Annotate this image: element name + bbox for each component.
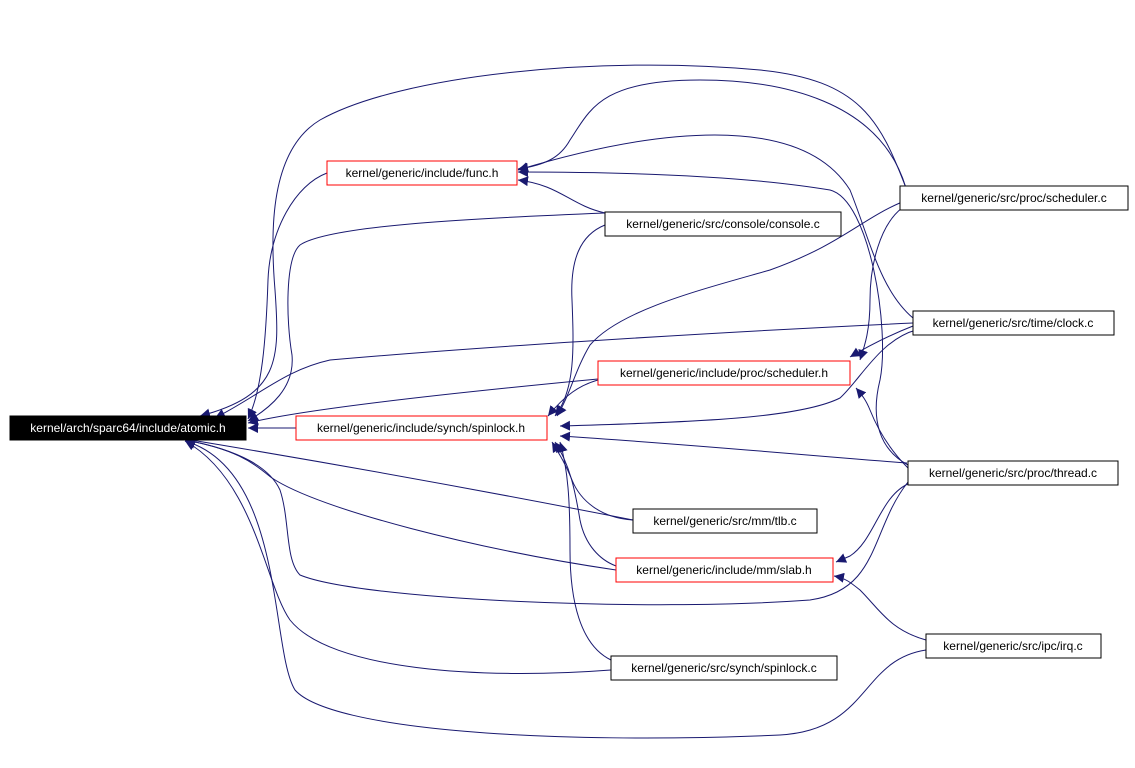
edge-mm-tlb-c-to-atomic-h — [184, 435, 634, 521]
edge-proc-scheduler-h-to-synch-spinlock-h — [547, 379, 599, 417]
node-atomic-h[interactable]: kernel/arch/sparc64/include/atomic.h — [9, 415, 247, 441]
edge-proc-scheduler-c-to-synch-spinlock-h — [556, 201, 903, 417]
node-ipc-irq-c[interactable]: kernel/generic/src/ipc/irq.c — [925, 633, 1102, 659]
node-func-h[interactable]: kernel/generic/include/func.h — [326, 160, 518, 186]
edge-proc-scheduler-c-to-atomic-h — [199, 64, 907, 419]
edge-proc-scheduler-c-to-proc-scheduler-h — [858, 207, 903, 361]
node-console-c-label: kernel/generic/src/console/console.c — [626, 217, 819, 231]
node-console-c[interactable]: kernel/generic/src/console/console.c — [604, 211, 842, 237]
node-func-h-label: kernel/generic/include/func.h — [346, 166, 499, 180]
edge-proc-scheduler-c-to-func-h — [517, 79, 907, 189]
edge-time-clock-c-to-synch-spinlock-h — [559, 329, 917, 431]
edge-console-c-to-func-h — [517, 176, 606, 214]
node-mm-tlb-c-label: kernel/generic/src/mm/tlb.c — [653, 514, 796, 528]
node-synch-spinlock-h[interactable]: kernel/generic/include/synch/spinlock.h — [295, 415, 548, 441]
node-mm-slab-h-label: kernel/generic/include/mm/slab.h — [636, 563, 811, 577]
node-time-clock-c-label: kernel/generic/src/time/clock.c — [933, 316, 1094, 330]
node-synch-spinlock-c-label: kernel/generic/src/synch/spinlock.c — [631, 661, 816, 675]
node-ipc-irq-c-label: kernel/generic/src/ipc/irq.c — [943, 639, 1082, 653]
node-proc-scheduler-c-label: kernel/generic/src/proc/scheduler.c — [921, 191, 1106, 205]
edge-group — [184, 64, 927, 739]
edge-time-clock-c-to-func-h — [517, 134, 914, 319]
node-time-clock-c[interactable]: kernel/generic/src/time/clock.c — [912, 310, 1115, 336]
edge-proc-thread-c-to-func-h — [517, 167, 909, 466]
edge-synch-spinlock-c-to-synch-spinlock-h — [557, 441, 612, 661]
edge-time-clock-c-to-proc-scheduler-h — [849, 325, 914, 358]
edge-proc-thread-c-to-proc-scheduler-h — [855, 387, 909, 469]
edge-console-c-to-atomic-h — [247, 212, 606, 422]
node-atomic-h-label: kernel/arch/sparc64/include/atomic.h — [30, 421, 225, 435]
node-synch-spinlock-c[interactable]: kernel/generic/src/synch/spinlock.c — [610, 655, 838, 681]
edge-mm-tlb-c-to-synch-spinlock-h — [551, 441, 634, 521]
node-proc-scheduler-c[interactable]: kernel/generic/src/proc/scheduler.c — [899, 185, 1129, 211]
edge-proc-thread-c-to-mm-slab-h — [835, 482, 911, 563]
node-proc-scheduler-h-label: kernel/generic/include/proc/scheduler.h — [620, 366, 828, 380]
edge-proc-thread-c-to-atomic-h — [184, 436, 909, 606]
edge-proc-thread-c-to-synch-spinlock-h — [559, 431, 908, 464]
node-mm-slab-h[interactable]: kernel/generic/include/mm/slab.h — [615, 557, 834, 583]
node-proc-thread-c[interactable]: kernel/generic/src/proc/thread.c — [907, 460, 1119, 486]
edge-mm-slab-h-to-synch-spinlock-h — [554, 441, 617, 567]
edge-mm-slab-h-to-atomic-h — [184, 436, 617, 571]
node-proc-scheduler-h[interactable]: kernel/generic/include/proc/scheduler.h — [597, 360, 851, 386]
node-mm-tlb-c[interactable]: kernel/generic/src/mm/tlb.c — [632, 508, 818, 534]
node-group: kernel/arch/sparc64/include/atomic.h ker… — [9, 160, 1129, 681]
node-synch-spinlock-h-label: kernel/generic/include/synch/spinlock.h — [317, 421, 525, 435]
edge-time-clock-c-to-atomic-h — [214, 322, 914, 419]
edge-ipc-irq-c-to-mm-slab-h — [833, 572, 927, 641]
edge-console-c-to-synch-spinlock-h — [554, 224, 606, 417]
edge-proc-scheduler-h-to-atomic-h — [247, 378, 599, 426]
edge-synch-spinlock-c-to-atomic-h — [184, 440, 612, 674]
node-proc-thread-c-label: kernel/generic/src/proc/thread.c — [929, 466, 1097, 480]
edge-ipc-irq-c-to-atomic-h — [184, 439, 927, 739]
